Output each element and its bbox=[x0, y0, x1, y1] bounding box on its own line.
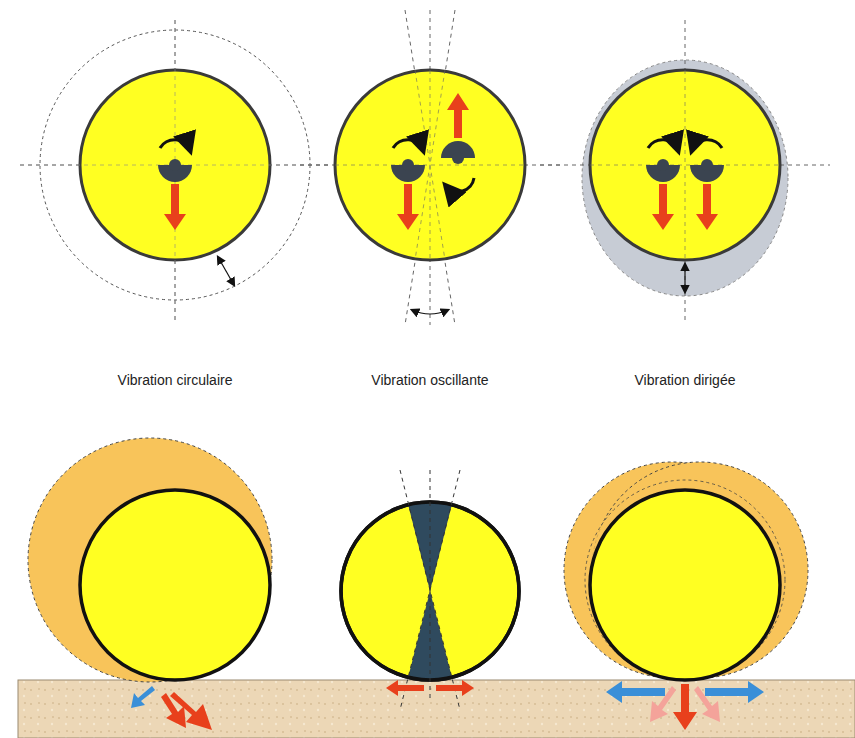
caption-label: Vibration dirigée bbox=[632, 372, 739, 388]
circular-top bbox=[20, 20, 330, 320]
directed-bottom bbox=[564, 462, 808, 730]
oscillating-bottom bbox=[341, 470, 519, 710]
oscillating-top bbox=[300, 10, 560, 325]
caption-label: Vibration circulaire bbox=[115, 372, 236, 388]
caption-label: Vibration oscillante bbox=[368, 372, 491, 388]
ground bbox=[18, 680, 855, 738]
circular-bottom bbox=[28, 438, 272, 730]
directed-top bbox=[540, 20, 830, 320]
